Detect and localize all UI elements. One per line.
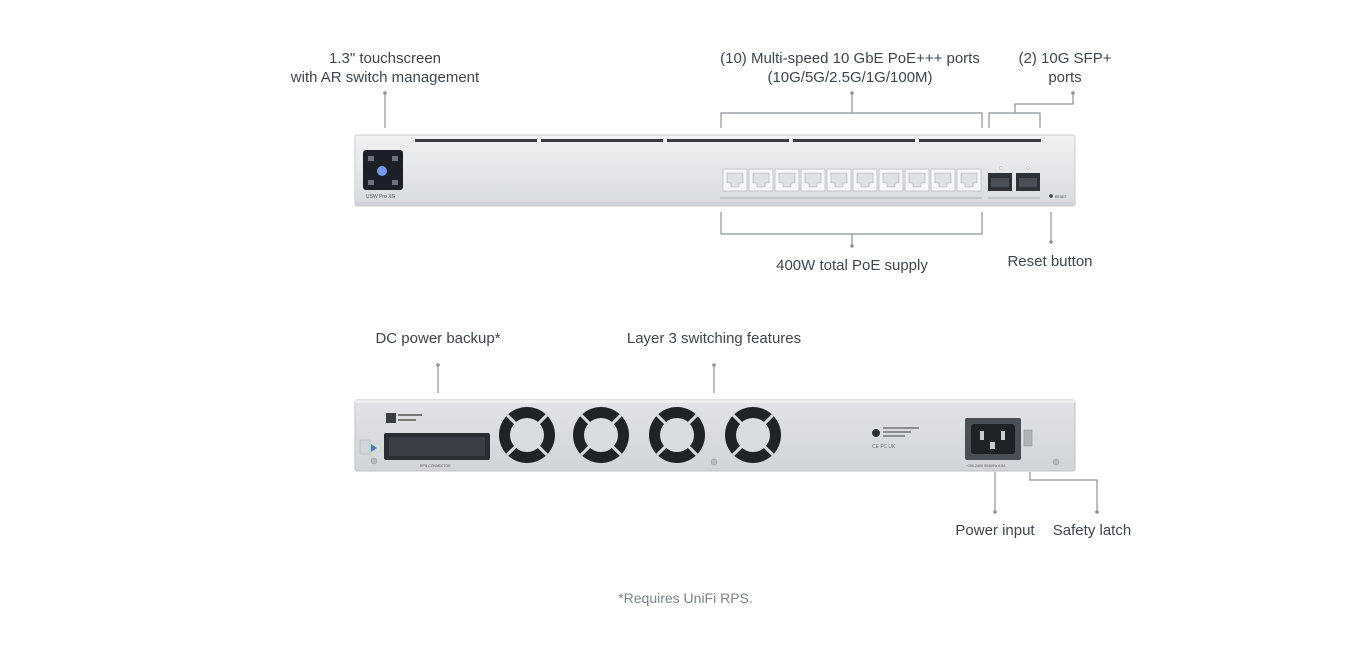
rj45-port: [930, 168, 956, 192]
safety-latch: [1023, 429, 1033, 447]
sfp-ports-label-line2: ports: [1048, 69, 1082, 86]
rj45-port: [774, 168, 800, 192]
ubiquiti-logo-icon: [872, 429, 880, 437]
sfp-ports-label: (2) 10G SFP+ ports: [1005, 49, 1125, 87]
rj45-port: [748, 168, 774, 192]
sfp-port-1: [988, 166, 1012, 191]
poe-supply-label: 400W total PoE supply: [776, 257, 928, 274]
front-vent-slots: [415, 139, 1041, 142]
rear-callout-lines: [436, 363, 1099, 514]
poe-ports-label-line1: (10) Multi-speed 10 GbE PoE+++ ports: [720, 50, 980, 67]
touchscreen-display: [363, 150, 403, 190]
rj45-port: [956, 168, 982, 192]
rj45-port: [852, 168, 878, 192]
rear-rating: ~100-240V 50/60Hz 6.5A: [966, 464, 1006, 468]
screw-right: [1052, 458, 1060, 466]
reset-text: RESET: [1055, 195, 1068, 199]
fan-icon: [649, 407, 705, 463]
rj45-port: [904, 168, 930, 192]
poe-ports-label-line2: (10G/5G/2.5G/1G/100M): [767, 69, 933, 86]
power-inlet: ~100-240V 50/60Hz 6.5A: [965, 418, 1021, 468]
screw-middle: [710, 458, 718, 466]
rj45-ports: [722, 168, 982, 192]
footnote: *Requires UniFi RPS.: [618, 590, 753, 606]
rear-label-area: CE FC UK: [872, 427, 919, 450]
rj45-port: [826, 168, 852, 192]
sfp-ports-label-line1: (2) 10G SFP+: [1018, 50, 1112, 67]
power-input-label: Power input: [955, 522, 1035, 539]
sfp-ports: [988, 166, 1040, 199]
poe-ports-label: (10) Multi-speed 10 GbE PoE+++ ports (10…: [700, 49, 1000, 87]
front-callout-lines: [383, 91, 1075, 248]
rps-connector-text: RPS CONNECTOR: [420, 464, 451, 468]
model-label: USW Pro XG: [366, 194, 396, 200]
touchscreen-label-line2: with AR switch management: [290, 69, 480, 86]
fan-icon: [725, 407, 781, 463]
rj45-port: [800, 168, 826, 192]
fan-icon: [573, 407, 629, 463]
reset-button-label: Reset button: [1007, 253, 1093, 270]
touchscreen-label: 1.3" touchscreen with AR switch manageme…: [270, 49, 500, 87]
dc-backup-label: DC power backup*: [375, 330, 501, 347]
reset-hole: [1049, 194, 1053, 198]
sfp-port-2: [1016, 166, 1040, 191]
fan-icon: [499, 407, 555, 463]
fans: [499, 407, 781, 463]
safety-latch-label: Safety latch: [1052, 522, 1132, 539]
rj45-port: [878, 168, 904, 192]
layer3-label: Layer 3 switching features: [626, 330, 802, 347]
touchscreen-label-line1: 1.3" touchscreen: [328, 50, 442, 67]
rps-connector: RPS CONNECTOR: [359, 413, 490, 468]
cert-marks: CE FC UK: [872, 444, 896, 450]
rj45-port: [722, 168, 748, 192]
rear-panel: RPS CONNECTOR CE FC UK ~100-240V 50/60Hz…: [354, 399, 1076, 472]
screw-left: [370, 457, 378, 465]
front-panel: USW Pro XG RESET: [354, 134, 1076, 207]
